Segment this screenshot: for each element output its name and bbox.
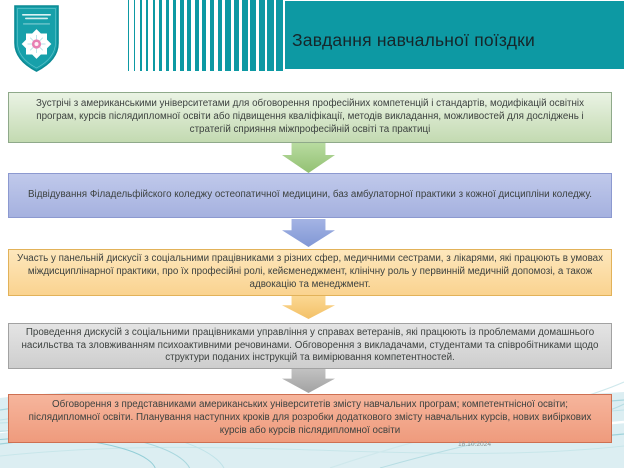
- stripe: [217, 0, 223, 71]
- task-box-2-text: Відвідування Філадельфійского коледжу ос…: [28, 189, 592, 201]
- task-box-2: Відвідування Філадельфійского коледжу ос…: [8, 173, 612, 218]
- down-arrow-icon-3: [282, 296, 335, 319]
- task-box-5: Обговорення з представниками американськ…: [8, 394, 612, 443]
- stripe: [250, 0, 257, 71]
- stripe: [194, 0, 199, 71]
- down-arrow-icon-1: [282, 143, 335, 173]
- down-arrow-icon-2: [282, 219, 335, 247]
- stripe: [187, 0, 191, 71]
- stripe: [146, 0, 149, 71]
- stripe: [166, 0, 169, 71]
- stripe: [209, 0, 215, 71]
- stripe: [134, 0, 136, 71]
- stripe: [152, 0, 156, 71]
- task-box-5-text: Обговорення з представниками американськ…: [28, 399, 592, 436]
- task-box-4-text: Проведення дискусій з соціальними праців…: [21, 326, 599, 364]
- decorative-stripes: [128, 0, 285, 71]
- stripe: [276, 0, 284, 71]
- task-box-4: Проведення дискусій з соціальними праців…: [8, 323, 612, 369]
- stripe: [233, 0, 240, 71]
- task-box-1-text: Зустрічі з американськими університетами…: [35, 98, 584, 135]
- stripe: [128, 0, 129, 71]
- stripe: [267, 0, 275, 71]
- title-bar: Завдання навчальної поїздки: [285, 1, 624, 69]
- stripe: [225, 0, 231, 71]
- task-box-1: Зустрічі з американськими університетами…: [8, 92, 612, 143]
- flower-emblem-icon: [21, 29, 52, 59]
- stripe: [140, 0, 142, 71]
- stripe: [241, 0, 248, 71]
- university-logo: [12, 4, 61, 74]
- task-box-3-text: Участь у панельній дискусії з соціальним…: [16, 253, 604, 290]
- stripe: [180, 0, 184, 71]
- stripe: [159, 0, 162, 71]
- slide-title: Завдання навчальної поїздки: [292, 29, 535, 50]
- stripe: [258, 0, 266, 71]
- task-box-3: Участь у панельній дискусії з соціальним…: [8, 249, 612, 296]
- stripe: [202, 0, 207, 71]
- stripe: [173, 0, 177, 71]
- slide-date: 18.10.2024: [458, 441, 492, 448]
